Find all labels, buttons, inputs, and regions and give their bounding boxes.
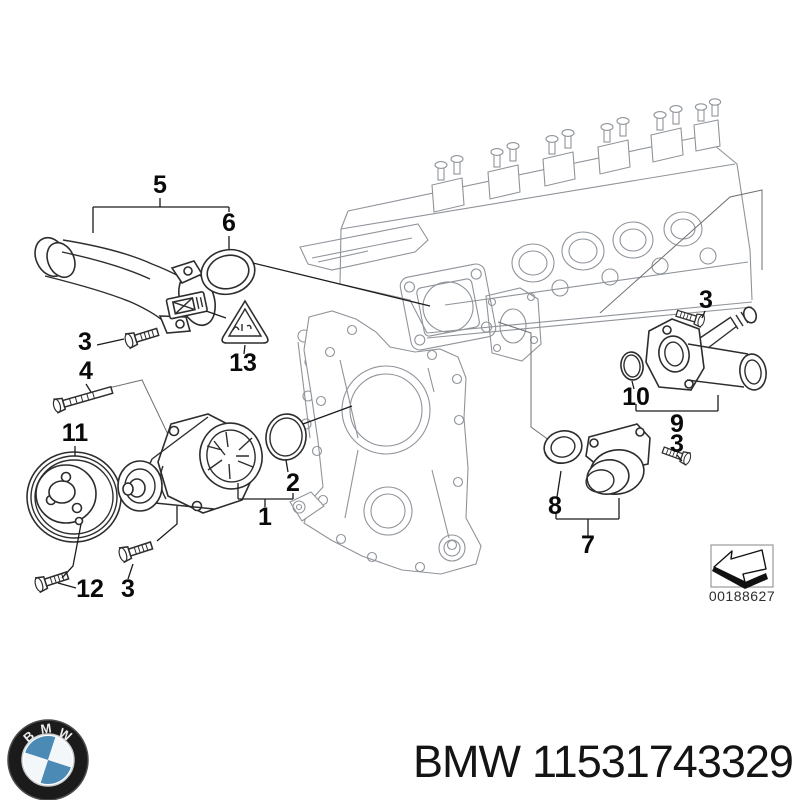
drawing-number-plate: 00188627: [709, 544, 775, 604]
timing-cover: [289, 310, 482, 575]
logo-letter-m: M: [40, 720, 53, 736]
callout-2: 2: [286, 469, 300, 497]
direction-arrow-icon: [712, 549, 768, 589]
engine-background: [99, 98, 763, 575]
head-end-seat: [485, 287, 542, 362]
callout-11: 11: [62, 419, 89, 447]
bolt-3-upper-left: [122, 324, 161, 350]
callout-6: 6: [222, 209, 236, 237]
callout-4: 4: [79, 357, 93, 385]
callout-3-upper-left: 3: [78, 328, 92, 356]
part-pulley: [26, 451, 122, 543]
part-water-pump: [117, 413, 263, 514]
part-thermostat-cover: [585, 423, 651, 495]
callout-7: 7: [581, 531, 595, 559]
callout-8: 8: [548, 492, 562, 520]
part-seal-8: [543, 430, 583, 464]
bolt-4-long: [51, 382, 115, 415]
part-oring-10: [620, 351, 644, 381]
part-sealing-ring-6: [200, 248, 256, 296]
head-ports: [511, 211, 717, 297]
seat-leader-line: [497, 321, 554, 444]
callout-13: 13: [229, 349, 257, 377]
head-towers: [431, 98, 722, 213]
bmw-logo: B M W: [7, 719, 89, 800]
callout-3-lower-left: 3: [121, 575, 135, 603]
part-oring-2: [265, 413, 307, 461]
callout-12: 12: [76, 575, 104, 603]
impeller: [206, 431, 254, 480]
leader-lines: [57, 198, 719, 589]
warning-triangle-icon: [221, 299, 269, 344]
brand-name: BMW: [413, 736, 522, 787]
part-water-pipe: [34, 236, 216, 334]
bolt-12: [32, 567, 71, 594]
part-coolant-flange: [645, 306, 767, 391]
drawing-number: 00188627: [709, 588, 775, 604]
callout-10: 10: [622, 383, 650, 411]
bolt-3-lower-left: [116, 537, 155, 564]
bmw-quadrants: [24, 736, 72, 784]
callout-9: 9: [670, 410, 684, 438]
temperature-sensor: [165, 291, 208, 320]
head-bracket: [299, 223, 429, 271]
callout-3-upper-right: 3: [699, 286, 713, 314]
part-number: 11531743329: [532, 736, 793, 787]
callout-1: 1: [258, 503, 272, 531]
callout-5: 5: [153, 171, 167, 199]
callout-3-lower-right: 3: [670, 430, 684, 458]
callouts: 5 6 3 13 4 11 12 3 1 2 3 10 9 3 8 7: [62, 171, 713, 603]
